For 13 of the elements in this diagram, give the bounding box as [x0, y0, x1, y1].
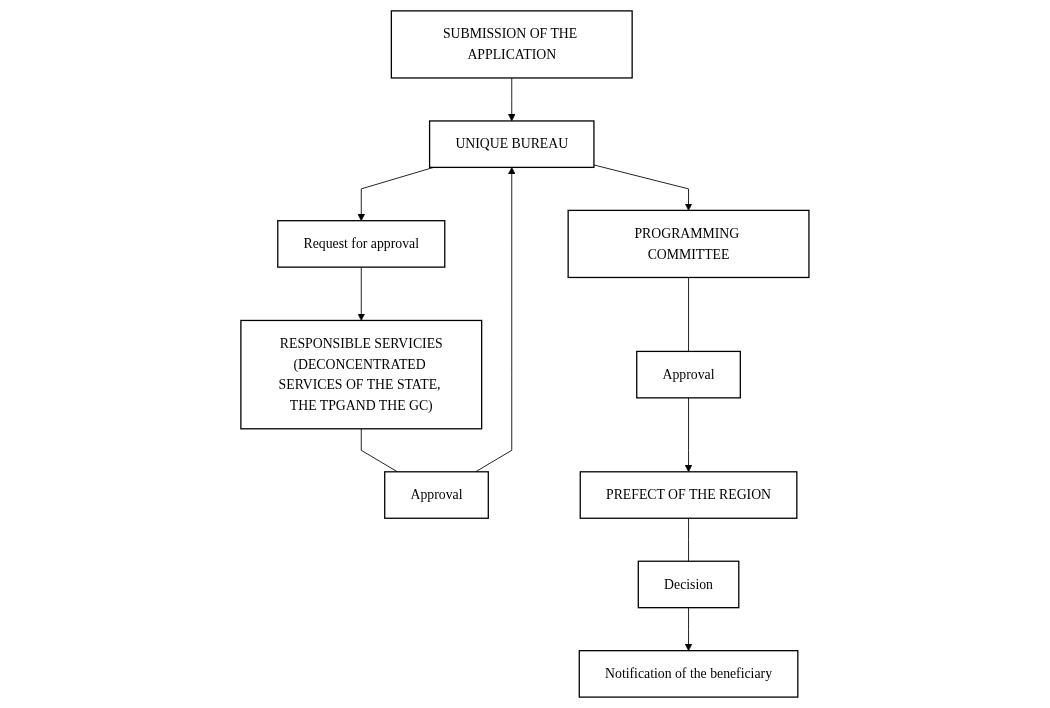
node-box: SUBMISSION OF THE APPLICATION — [390, 10, 633, 79]
node-box: PREFECT OF THE REGION — [579, 471, 798, 519]
node-box: RESPONSIBLE SERVICIES (DECONCENTRATED SERVICES OF THE STATE, THE TPGAND THE GC) — [240, 319, 483, 430]
node-box: Request for approval — [277, 220, 446, 268]
node-box: Approval — [384, 471, 490, 519]
connector — [360, 428, 398, 473]
connector — [688, 517, 690, 562]
node-box: UNIQUE BUREAU — [429, 120, 595, 169]
node-box: Notification of the beneficiary — [578, 650, 799, 698]
node-box: Decision — [637, 560, 740, 609]
connector — [688, 277, 690, 352]
node-box: PROGRAMMING COMMITTEE — [567, 209, 810, 279]
node-box: Approval — [636, 350, 742, 399]
